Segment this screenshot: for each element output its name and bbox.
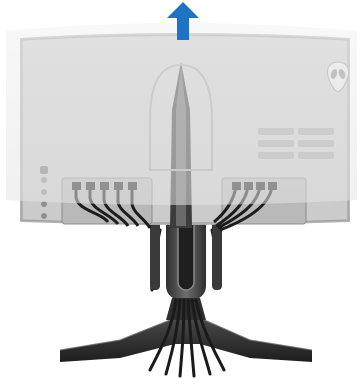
stand-base	[60, 318, 312, 362]
rear-cover-translucent	[6, 22, 357, 205]
